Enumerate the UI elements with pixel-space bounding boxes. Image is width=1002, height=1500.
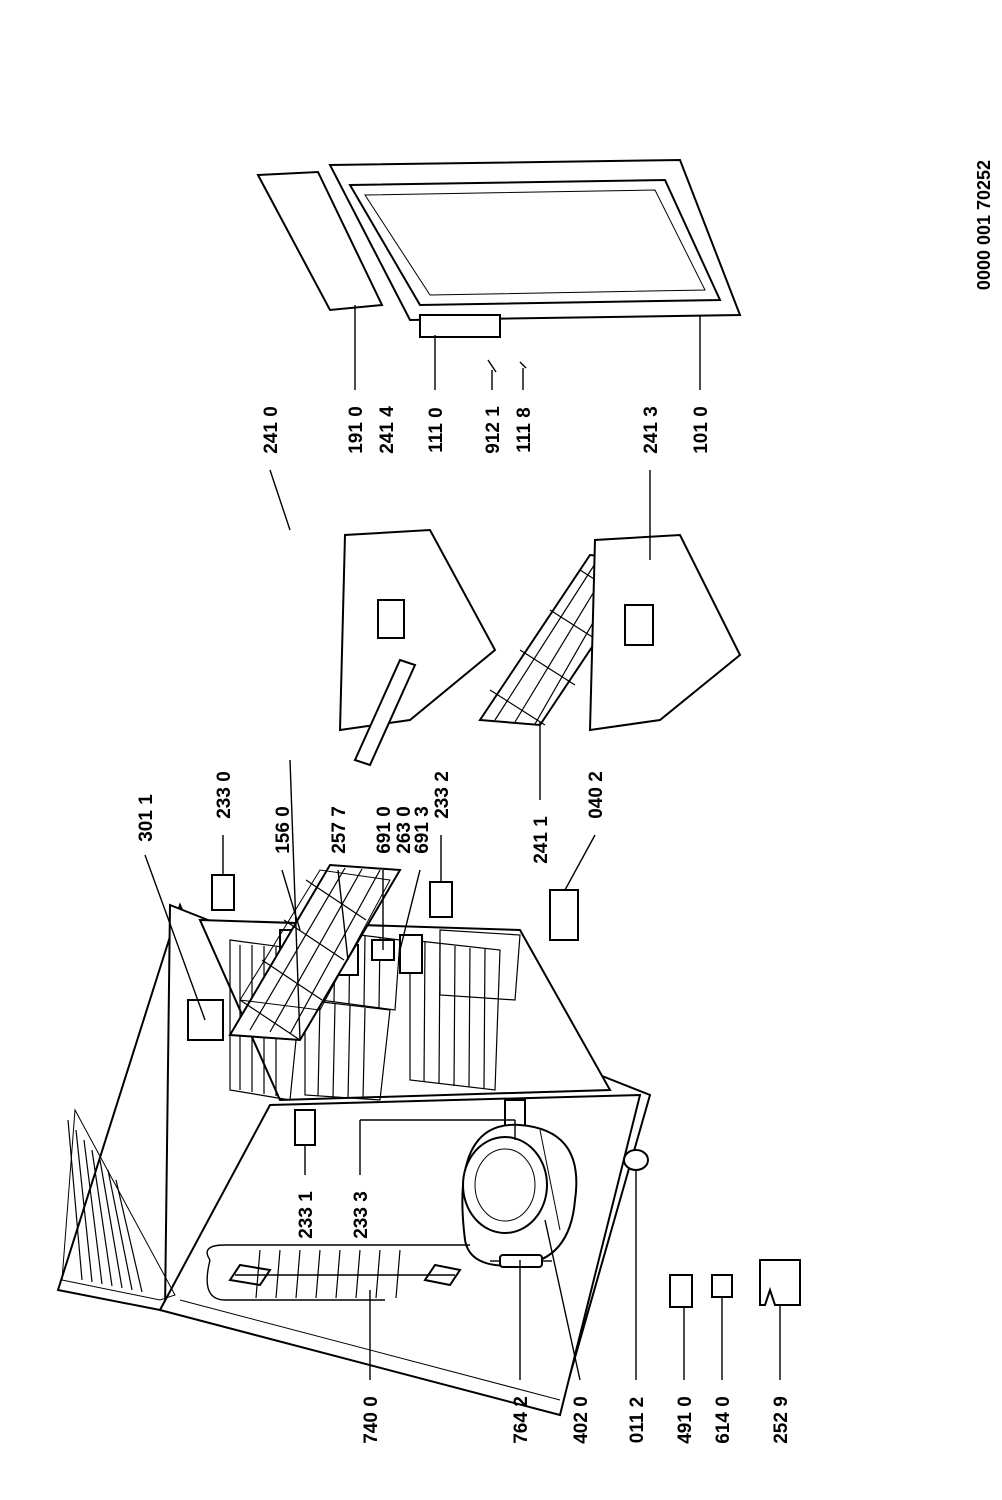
compressor	[461, 1123, 578, 1267]
callout-912-1: 912 1	[483, 406, 504, 454]
callout-233-3: 233 3	[351, 1191, 372, 1239]
callout-191-0: 191 0	[346, 406, 367, 454]
door-101-0	[328, 158, 742, 322]
callout-241-1: 241 1	[531, 816, 552, 864]
document-number: 0000 001 70252	[974, 160, 994, 290]
basket-upper	[228, 863, 402, 1042]
callout-241-3: 241 3	[641, 406, 662, 454]
callout-691-3: 691 3	[412, 806, 433, 854]
part-263-0-rail	[353, 658, 417, 767]
part-252-9	[759, 1259, 801, 1306]
callout-614-0: 614 0	[713, 1396, 734, 1444]
callout-301-1: 301 1	[136, 794, 157, 842]
callout-111-8: 111 8	[514, 407, 535, 452]
callout-764-2: 764 2	[511, 1396, 532, 1444]
callout-252-9: 252 9	[771, 1396, 792, 1444]
leader-lines	[144, 305, 781, 1381]
callout-491-0: 491 0	[675, 1396, 696, 1444]
drawer-front-241-3	[588, 533, 742, 732]
drawer-front-241-4	[338, 528, 497, 732]
callout-740-0: 740 0	[361, 1396, 382, 1444]
callout-241-4: 241 4	[377, 406, 398, 454]
callout-241-0: 241 0	[261, 406, 282, 454]
part-614-0	[711, 1274, 733, 1298]
callout-156-0: 156 0	[273, 806, 294, 854]
part-233-2-hinge	[429, 881, 453, 918]
callout-402-0: 402 0	[571, 1396, 592, 1444]
part-691-3-thermostat	[399, 934, 423, 974]
part-233-0-hinge	[211, 874, 235, 911]
part-491-0	[669, 1274, 693, 1308]
part-011-2-foot	[623, 1149, 649, 1171]
condenser	[206, 1244, 470, 1301]
callout-233-2: 233 2	[432, 771, 453, 819]
callout-040-2: 040 2	[586, 771, 607, 819]
callout-labels: 740 0 764 2 402 0 011 2 491 0 614 0 252 …	[136, 406, 792, 1444]
part-912-1-screw	[487, 359, 497, 373]
part-233-1-hinge	[294, 1109, 316, 1146]
callout-011-2: 011 2	[627, 1397, 648, 1444]
part-111-0-handle	[419, 314, 501, 338]
drawer-handle-241-4	[377, 599, 405, 639]
callout-263-0: 263 0	[394, 806, 415, 854]
part-764-2-filter-drier	[490, 1254, 552, 1268]
part-191-0-rail	[256, 170, 384, 312]
part-301-1-hinge	[187, 999, 224, 1041]
callout-233-1: 233 1	[296, 1191, 317, 1239]
callout-111-0: 111 0	[426, 407, 447, 452]
callout-101-0: 101 0	[691, 406, 712, 454]
part-040-2-bracket	[549, 889, 579, 941]
callout-257-7: 257 7	[329, 806, 350, 854]
callout-233-0: 233 0	[214, 771, 235, 819]
part-111-8-cap	[519, 361, 527, 369]
drawer-handle-241-3	[624, 604, 654, 646]
callout-691-0: 691 0	[374, 806, 395, 854]
